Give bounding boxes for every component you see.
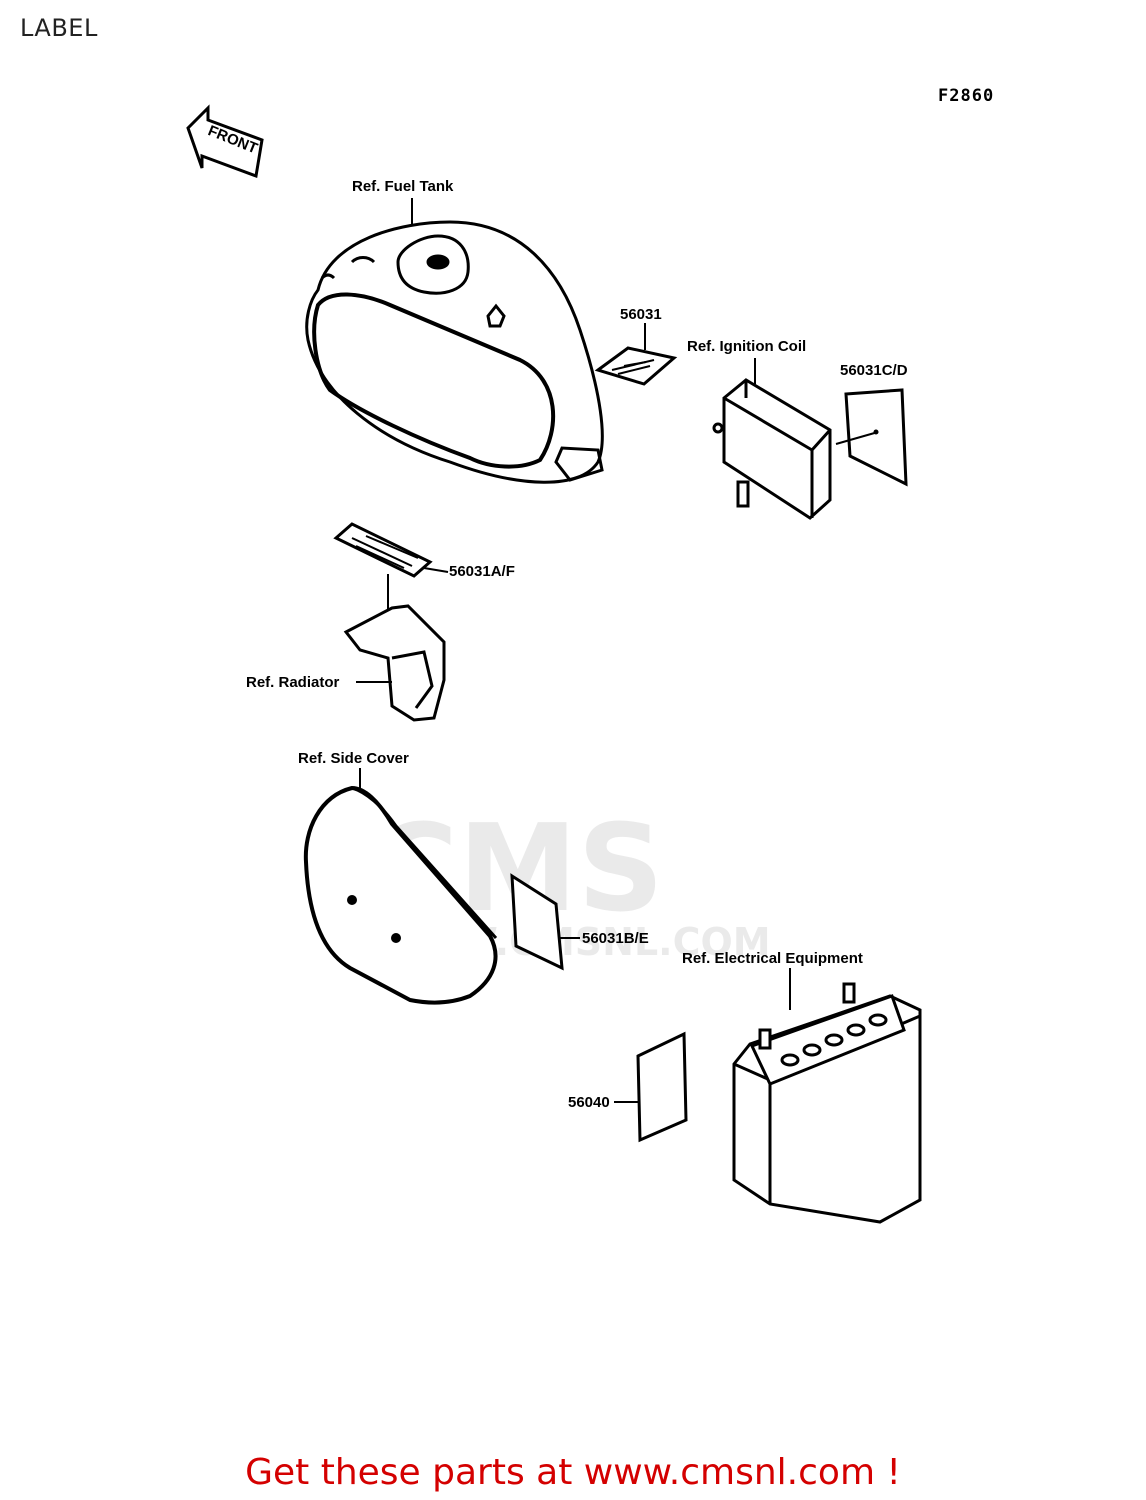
part-56031be-label: 56031B/E [582,930,649,947]
side-cover-drawing [303,785,498,1005]
part-56031af-label: 56031A/F [449,563,515,580]
page-title: LABEL [20,14,98,42]
part-56031-label: 56031 [620,306,662,323]
battery-drawing [732,982,922,1224]
ref-electrical-equipment-label: Ref. Electrical Equipment [682,950,863,967]
label-56031cd-drawing [844,388,908,487]
ref-radiator-label: Ref. Radiator [246,674,340,691]
label-56040-drawing [636,1031,688,1143]
radiator-bracket-drawing [343,604,446,722]
ref-fuel-tank-label: Ref. Fuel Tank [352,178,454,195]
footer-link-text[interactable]: Get these parts at www.cmsnl.com ! [245,1452,901,1493]
label-56031af-drawing [333,522,433,578]
part-56040-label: 56040 [568,1094,610,1111]
fuel-tank-drawing [305,220,604,484]
part-56031cd-label: 56031C/D [840,362,908,379]
ignition-coil-drawing [712,378,832,520]
ref-side-cover-label: Ref. Side Cover [298,750,409,767]
label-56031be-drawing [510,873,564,971]
ref-ignition-coil-label: Ref. Ignition Coil [687,338,807,355]
label-56031-drawing [594,346,678,386]
front-arrow-icon: FRONT [186,104,264,179]
figure-code: F2860 [938,86,995,106]
